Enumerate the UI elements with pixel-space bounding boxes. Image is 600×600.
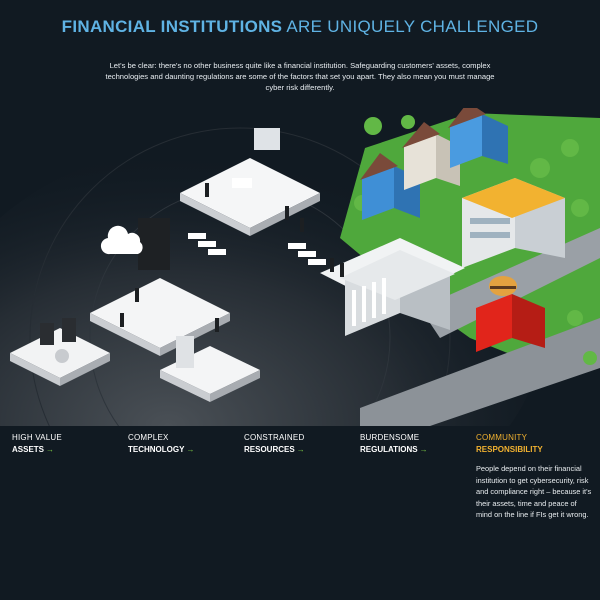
houses — [360, 108, 508, 220]
isometric-illustration — [0, 108, 600, 426]
menu-item-top: CONSTRAINED — [244, 433, 305, 442]
menu-item-regulations[interactable]: BURDENSOME REGULATIONS→ — [360, 432, 470, 456]
intro-paragraph: Let's be clear: there's no other busines… — [105, 61, 495, 92]
menu-item-top: COMPLEX — [128, 433, 169, 442]
server-platform — [90, 218, 230, 356]
challenge-menu: HIGH VALUE ASSETS→ COMPLEX TECHNOLOGY→ C… — [0, 432, 600, 472]
menu-item-bottom: REGULATIONS→ — [360, 445, 428, 454]
page-title: FINANCIAL INSTITUTIONS ARE UNIQUELY CHAL… — [0, 16, 600, 37]
bank-building — [320, 238, 465, 336]
menu-item-top: HIGH VALUE — [12, 433, 62, 442]
atm-platform — [160, 336, 260, 402]
menu-item-assets[interactable]: HIGH VALUE ASSETS→ — [12, 432, 122, 456]
data-platform — [10, 318, 110, 386]
menu-item-bottom: RESPONSIBILITY — [476, 445, 543, 454]
responsibility-description: People depend on their financial institu… — [476, 464, 592, 519]
menu-item-bottom: TECHNOLOGY→ — [128, 445, 195, 454]
arrow-right-icon: → — [296, 445, 305, 454]
arrow-right-icon: → — [186, 445, 195, 454]
people — [120, 183, 344, 332]
menu-item-top: COMMUNITY — [476, 433, 528, 442]
office-building — [462, 178, 565, 268]
menu-item-top: BURDENSOME — [360, 433, 420, 442]
menu-item-bottom: RESOURCES→ — [244, 445, 305, 454]
menu-item-responsibility[interactable]: COMMUNITY RESPONSIBILITY — [476, 432, 586, 456]
arrow-right-icon: → — [419, 445, 428, 454]
burger-shop — [476, 276, 545, 352]
walkway-stairs — [188, 233, 326, 265]
menu-item-resources[interactable]: CONSTRAINED RESOURCES→ — [244, 432, 354, 456]
menu-item-bottom: ASSETS→ — [12, 445, 55, 454]
page-title-rest: ARE UNIQUELY CHALLENGED — [286, 17, 539, 36]
arrow-right-icon: → — [46, 445, 55, 454]
page-title-bold: FINANCIAL INSTITUTIONS — [61, 17, 283, 36]
menu-item-technology[interactable]: COMPLEX TECHNOLOGY→ — [128, 432, 238, 456]
